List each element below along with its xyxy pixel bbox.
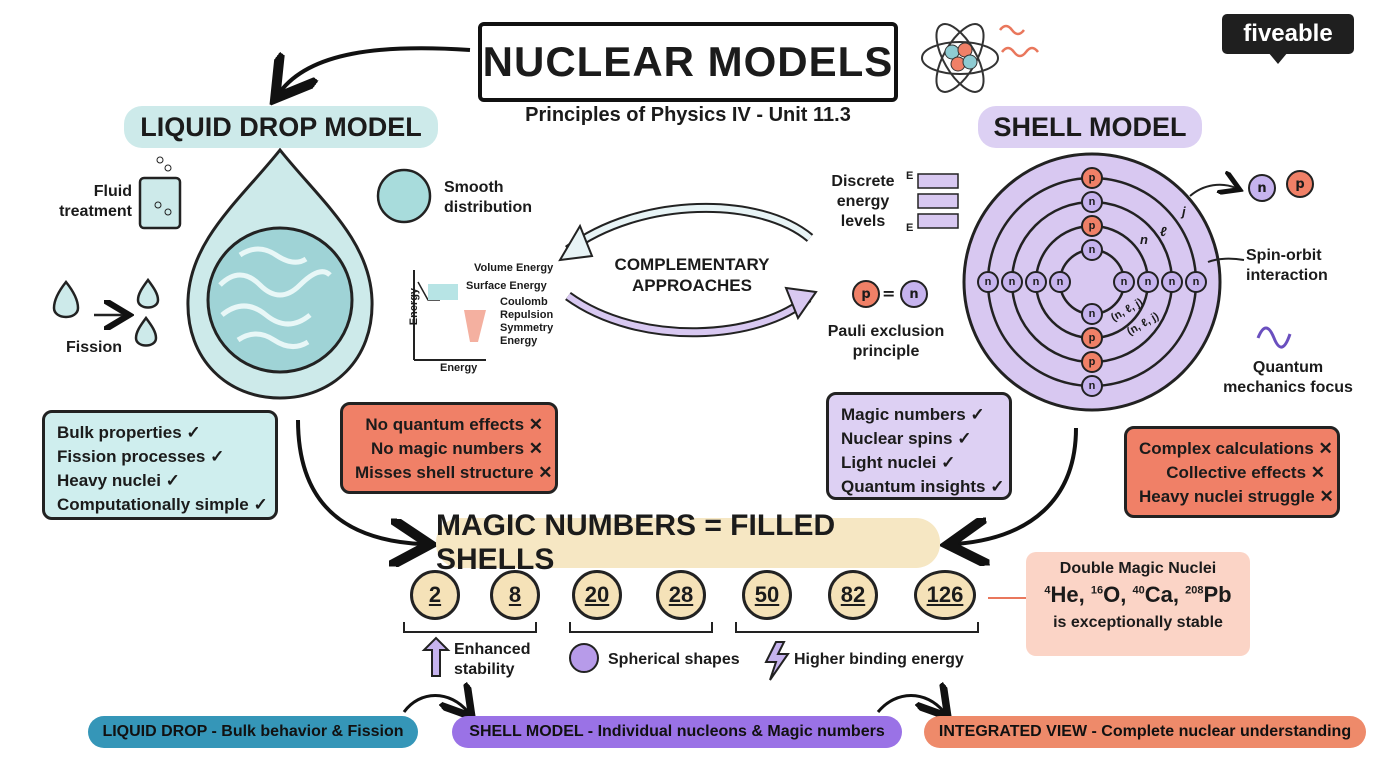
magic-number-2: 2 — [410, 570, 460, 620]
complementary-arrows — [558, 202, 818, 338]
double-magic-card: Double Magic Nuclei 4He, 16O, 40Ca, 208P… — [1026, 552, 1250, 656]
double-magic-nuclei: 4He, 16O, 40Ca, 208Pb — [1044, 582, 1232, 607]
energy-term-coulomb: Coulomb Repulsion — [500, 296, 554, 322]
spin-orbit-arrow — [1189, 185, 1236, 197]
nucleus-mass: 40 — [1132, 584, 1145, 597]
magic-number-20: 20 — [572, 570, 622, 620]
fission-droplets-icon — [52, 277, 160, 347]
energy-axis-label-bottom: E — [906, 222, 914, 234]
shell-model-con: Collective effects ✕ — [1166, 463, 1325, 482]
nucleus-symbol: Ca — [1144, 582, 1173, 607]
title-to-liquid-arrow — [280, 46, 471, 92]
brand-logo-notch — [1268, 52, 1288, 64]
shell-model-cons-card: Complex calculations ✕ Collective effect… — [1124, 426, 1340, 518]
quantum-wave-icon — [1256, 326, 1292, 349]
liquid-drop-pro: Heavy nuclei ✓ — [57, 471, 180, 490]
magic-number-126: 126 — [914, 570, 976, 620]
spin-orbit-pointer — [1207, 257, 1245, 263]
quantum-focus-label: Quantum mechanics focus — [1223, 359, 1353, 396]
flow-shell-model: SHELL MODEL - Individual nucleons & Magi… — [452, 716, 902, 748]
nucleus-mass: 16 — [1090, 584, 1104, 597]
discrete-energy-levels-label: Discrete energy levels — [831, 173, 895, 230]
page-title: NUCLEAR MODELS — [478, 22, 898, 102]
nucleus-symbol: Pb — [1203, 582, 1232, 607]
bracket-left — [403, 622, 537, 633]
liquid-drop-con: No magic numbers ✕ — [370, 439, 543, 458]
magic-number-28: 28 — [656, 570, 706, 620]
beaker-icon — [138, 156, 182, 230]
shell-model-pro: Light nuclei ✓ — [841, 453, 956, 472]
spin-neutron-icon: n — [1248, 174, 1276, 202]
proton-icon: p — [852, 280, 880, 308]
shell-model-pros-card: Magic numbers ✓ Nuclear spins ✓ Light nu… — [826, 392, 1012, 500]
magic-numbers-banner: MAGIC NUMBERS = FILLED SHELLS — [436, 509, 940, 576]
bracket-right — [735, 622, 979, 633]
nucleus-mass: 208 — [1185, 584, 1204, 597]
flow-arrow-1 — [402, 696, 468, 713]
brand-logo: fiveable — [1222, 14, 1354, 54]
magic-number-82: 82 — [828, 570, 878, 620]
shell-model-illustration — [962, 152, 1222, 412]
shell-model-pro: Nuclear spins ✓ — [841, 429, 972, 448]
liquid-drop-pro: Bulk properties ✓ — [57, 423, 201, 442]
nucleus-symbol: He — [1050, 582, 1079, 607]
quantum-number-l: ℓ — [1160, 224, 1167, 239]
equals-sign: = — [882, 284, 896, 303]
liquid-drop-pros-card: Bulk properties ✓ Fission processes ✓ He… — [42, 410, 278, 520]
sphere-icon — [569, 643, 599, 673]
page-subtitle: Principles of Physics IV - Unit 11.3 — [525, 104, 851, 126]
shell-model-con: Heavy nuclei struggle ✕ — [1139, 487, 1334, 506]
smooth-sphere-icon — [376, 168, 432, 224]
complementary-approaches-label: COMPLEMENTARY APPROACHES — [614, 255, 770, 296]
shell-to-magic-arrow — [956, 427, 1078, 544]
spin-orbit-label: Spin-orbit interaction — [1246, 247, 1328, 284]
shell-model-heading: SHELL MODEL — [978, 106, 1202, 148]
energy-term-surface: Surface Energy — [466, 280, 547, 292]
spin-proton-icon: p — [1286, 170, 1314, 198]
smooth-distribution-label: Smooth distribution — [444, 179, 532, 216]
enhanced-stability-label: Enhanced stability — [454, 641, 531, 678]
shell-model-pro: Magic numbers ✓ — [841, 405, 985, 424]
energy-levels-icon — [917, 173, 959, 229]
energy-term-symmetry: Symmetry Energy — [500, 322, 554, 348]
up-arrow-icon — [421, 636, 451, 677]
energy-chart-x-label: Energy — [440, 362, 478, 374]
quantum-number-j: j — [1182, 204, 1186, 219]
lightning-icon — [764, 641, 790, 681]
spherical-shapes-label: Spherical shapes — [608, 651, 740, 668]
liquid-drop-cons-card: No quantum effects ✕ No magic numbers ✕ … — [340, 402, 558, 494]
energy-term-volume: Volume Energy — [474, 262, 554, 274]
liquid-drop-con: No quantum effects ✕ — [365, 415, 543, 434]
liquid-drop-pro: Fission processes ✓ — [57, 447, 225, 466]
atom-icon — [921, 23, 1039, 93]
shell-model-con: Complex calculations ✕ — [1139, 439, 1333, 458]
liquid-drop-pro: Computationally simple ✓ — [57, 495, 268, 514]
energy-chart — [413, 270, 486, 361]
double-magic-note: is exceptionally stable — [1053, 614, 1223, 631]
shell-model-pro: Quantum insights ✓ — [841, 477, 1005, 496]
neutron-icon: n — [900, 280, 928, 308]
fluid-treatment-label: Fluid treatment — [59, 183, 132, 220]
liquid-drop-illustration — [186, 147, 374, 400]
nucleus-symbol: O — [1103, 582, 1121, 607]
liquid-drop-heading: LIQUID DROP MODEL — [124, 106, 438, 148]
energy-chart-y-label: Energy — [408, 287, 421, 326]
pauli-exclusion-label: Pauli exclusion principle — [827, 323, 945, 360]
nucleus-mass: 4 — [1044, 584, 1051, 597]
flow-liquid-drop: LIQUID DROP - Bulk behavior & Fission — [88, 716, 418, 748]
liquid-to-magic-arrow — [296, 419, 422, 544]
flow-arrow-2 — [876, 696, 944, 713]
quantum-number-n: n — [1140, 232, 1148, 247]
higher-binding-energy-label: Higher binding energy — [794, 651, 964, 668]
double-magic-title: Double Magic Nuclei — [1059, 560, 1217, 577]
flow-integrated-view: INTEGRATED VIEW - Complete nuclear under… — [924, 716, 1366, 748]
magic-number-8: 8 — [490, 570, 540, 620]
fission-label: Fission — [66, 339, 123, 356]
bracket-mid — [569, 622, 713, 633]
liquid-drop-con: Misses shell structure ✕ — [355, 463, 553, 482]
magic-number-50: 50 — [742, 570, 792, 620]
energy-axis-label-top: E — [906, 170, 914, 182]
